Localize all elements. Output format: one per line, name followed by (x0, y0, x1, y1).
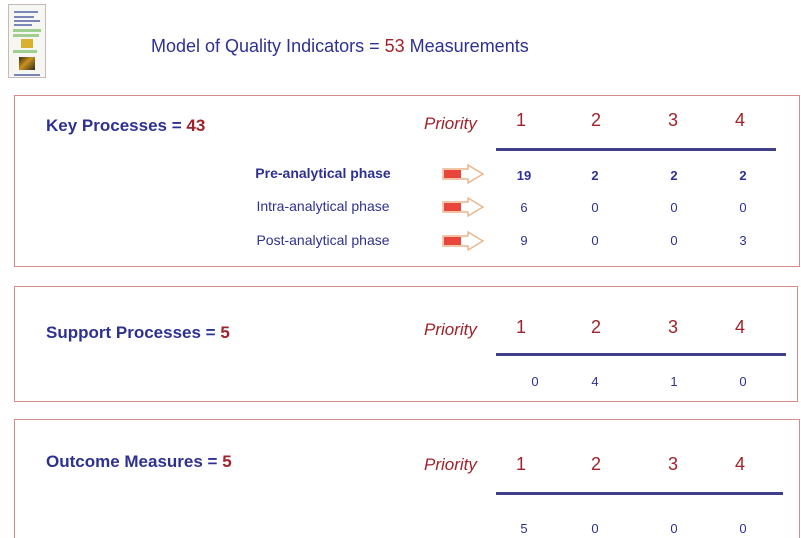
post-analytical-priority-2: 0 (591, 233, 599, 248)
support-processes-count: 5 (220, 323, 230, 342)
priority-level-2: 2 (590, 454, 601, 474)
support-priority-4: 0 (739, 374, 747, 389)
support-priority-3: 1 (670, 374, 678, 389)
intra-analytical-priority-2: 0 (591, 200, 599, 215)
priority-level-2: 2 (590, 317, 601, 337)
support-processes-title-text: Support Processes = (46, 323, 221, 342)
priority-rule (496, 148, 776, 151)
priority-level-3: 3 (667, 317, 678, 337)
post-analytical-priority-1: 9 (520, 233, 528, 248)
key-processes-panel: Key Processes = 43 Priority 1 2 3 4 Pre-… (14, 95, 800, 267)
priority-level-1: 1 (515, 454, 526, 474)
row-label-intra-analytical: Intra-analytical phase (256, 198, 390, 214)
outcome-measures-count: 5 (222, 452, 232, 471)
post-analytical-priority-4: 3 (739, 233, 747, 248)
pre-analytical-priority-4: 2 (739, 168, 747, 183)
outcome-measures-panel: Outcome Measures = 5 Priority 1 2 3 4 5 … (14, 419, 800, 538)
outcome-priority-1: 5 (520, 521, 528, 536)
support-priority-2: 4 (591, 374, 599, 389)
support-priority-1: 0 (531, 374, 539, 389)
priority-label: Priority (424, 320, 477, 339)
support-processes-panel: Support Processes = 5 Priority 1 2 3 4 0… (14, 286, 798, 402)
key-processes-title-text: Key Processes = (46, 116, 187, 135)
key-processes-count: 43 (186, 116, 206, 135)
headline: Model of Quality Indicators = 53 Measure… (151, 36, 529, 57)
priority-rule (496, 492, 783, 495)
priority-level-3: 3 (667, 110, 678, 130)
priority-level-3: 3 (667, 454, 678, 474)
arrow-right-icon (442, 197, 485, 217)
outcome-priority-4: 0 (739, 521, 747, 536)
arrow-right-icon (442, 231, 485, 251)
priority-level-4: 4 (734, 110, 745, 130)
outcome-measures-title-text: Outcome Measures = (46, 452, 223, 471)
arrow-right-icon (442, 164, 485, 184)
outcome-priority-2: 0 (591, 521, 599, 536)
row-label-pre-analytical: Pre-analytical phase (255, 165, 391, 181)
priority-level-4: 4 (734, 317, 745, 337)
intra-analytical-priority-3: 0 (670, 200, 678, 215)
headline-suffix: Measurements (404, 36, 529, 56)
priority-level-2: 2 (590, 110, 601, 130)
pre-analytical-priority-1: 19 (516, 168, 532, 183)
priority-level-4: 4 (734, 454, 745, 474)
priority-label: Priority (424, 114, 477, 133)
row-label-post-analytical: Post-analytical phase (256, 232, 390, 248)
headline-prefix: Model of Quality Indicators = (151, 36, 385, 56)
outcome-priority-3: 0 (670, 521, 678, 536)
intra-analytical-priority-1: 6 (520, 200, 528, 215)
support-processes-title: Support Processes = 5 (46, 323, 230, 343)
key-processes-title: Key Processes = 43 (46, 116, 205, 136)
slide-thumbnail (8, 4, 46, 78)
outcome-measures-title: Outcome Measures = 5 (46, 452, 232, 472)
priority-level-1: 1 (515, 317, 526, 337)
priority-label: Priority (424, 455, 477, 474)
intra-analytical-priority-4: 0 (739, 200, 747, 215)
priority-rule (496, 353, 786, 356)
priority-level-1: 1 (515, 110, 526, 130)
post-analytical-priority-3: 0 (670, 233, 678, 248)
headline-count: 53 (384, 36, 405, 56)
pre-analytical-priority-2: 2 (591, 168, 599, 183)
pre-analytical-priority-3: 2 (670, 168, 678, 183)
